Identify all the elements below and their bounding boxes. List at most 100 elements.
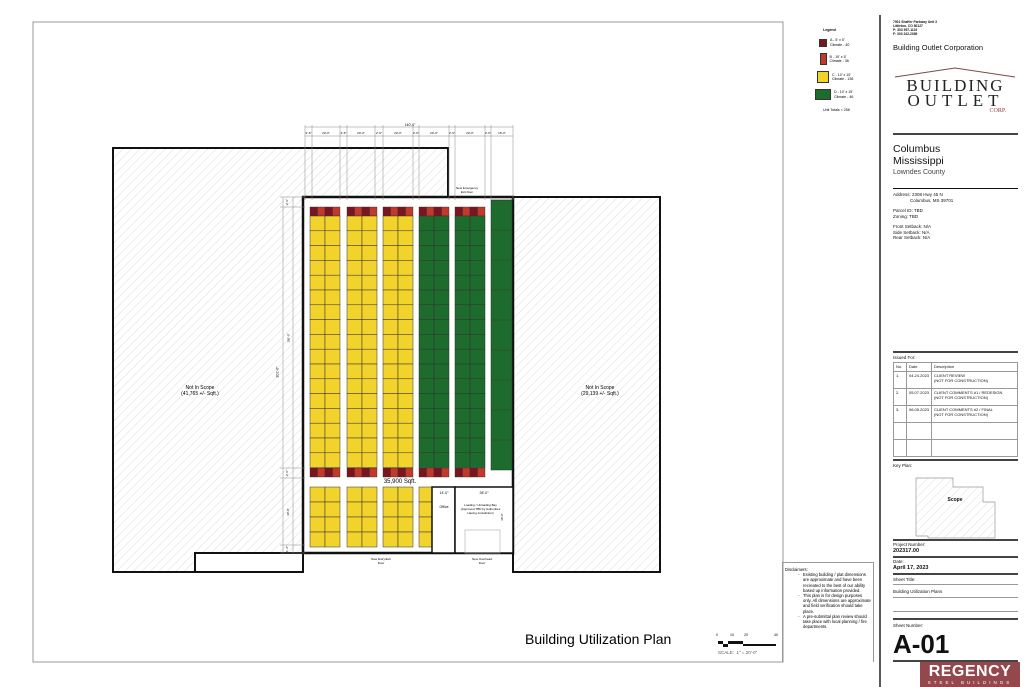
unit-C <box>397 304 414 320</box>
unit-C <box>397 289 414 306</box>
unit-D <box>433 422 450 439</box>
unit-C <box>361 437 378 454</box>
col-header: No. <box>893 362 907 372</box>
unit-C <box>418 486 433 503</box>
parcel-id: Parcel ID: TBD <box>893 208 923 213</box>
unit-C <box>382 393 399 409</box>
unit-C <box>324 486 341 503</box>
unit-C <box>346 501 363 518</box>
unit-C <box>397 230 414 246</box>
top-overall-dim: 140'-0" <box>404 123 416 127</box>
scale-label: SCALE: 1" = 20'-0" <box>718 650 758 655</box>
top-dim: 20'-0" <box>466 131 474 135</box>
unit-A <box>433 467 442 478</box>
unit-C <box>397 486 414 503</box>
unit-B <box>441 206 450 217</box>
unit-C <box>361 501 378 518</box>
loading-bay-label: Loading / Unloading Bay (Approved TBD by… <box>460 503 501 515</box>
unit-A <box>346 467 355 478</box>
legend-swatch <box>815 89 831 101</box>
unit-C <box>361 452 378 468</box>
unit-D <box>454 378 471 394</box>
unit-A <box>309 467 318 478</box>
unit-C <box>397 531 414 548</box>
legend-text: A - 5' x 5'Climate - 40 <box>830 38 849 47</box>
disclaimer-item: This plan is for design purposes only. A… <box>803 593 871 614</box>
unit-C <box>309 274 326 291</box>
unit-C <box>382 348 399 365</box>
unit-C <box>309 319 326 335</box>
legend-label: B - 10' x 5' <box>829 54 847 59</box>
unit-D <box>433 289 450 306</box>
unit-D <box>418 452 435 468</box>
unit-C <box>382 363 399 380</box>
unit-C <box>309 452 326 468</box>
top-dim: 2'-6" <box>305 131 312 135</box>
unit-C <box>361 408 378 424</box>
site-info: Address: 2308 Hwy 45 N Columbus, MS 3970… <box>893 192 1018 241</box>
issue-no: 1. <box>893 371 907 389</box>
unit-C <box>397 260 414 276</box>
legend-item: C - 10' x 10'Climate - 136 <box>815 71 865 84</box>
left-area-size: (41,765 +/- Sqft.) <box>181 391 219 397</box>
unit-B <box>390 467 399 478</box>
unit-D <box>433 215 450 232</box>
unit-D <box>469 378 486 394</box>
unit-C <box>346 245 363 261</box>
unit-D <box>454 408 471 424</box>
unit-C <box>418 531 433 548</box>
unit-D <box>433 334 450 350</box>
unit-A <box>361 206 370 217</box>
scale-tick: 0 <box>716 633 718 637</box>
unit-A <box>397 467 406 478</box>
left-overall-dim: 201'-0" <box>275 366 280 378</box>
unit-B <box>369 206 378 217</box>
unit-A <box>469 467 478 478</box>
unit-B <box>426 206 435 217</box>
unit-C <box>324 319 341 335</box>
legend-sub: Climate - 36 <box>829 59 849 64</box>
legend-swatch <box>817 71 829 84</box>
issued-for-label: Issued For: <box>893 355 916 360</box>
company-contact: 7901 Shaffer Parkway Unit 3 Littleton, C… <box>893 20 1018 36</box>
unit-C <box>346 334 363 350</box>
unit-C <box>346 452 363 468</box>
unit-D <box>454 437 471 454</box>
unit-C <box>324 363 341 380</box>
issue-desc: CLIENT COMMENTS #2 / FINAL(NOT FOR CONST… <box>931 405 1018 423</box>
unit-D <box>433 230 450 246</box>
unit-D <box>454 348 471 365</box>
unit-A <box>418 206 427 217</box>
legend-item: A - 5' x 5'Climate - 40 <box>815 38 865 47</box>
unit-C <box>397 501 414 518</box>
unit-C <box>382 230 399 246</box>
unit-C <box>361 516 378 533</box>
right-area-name: Not In Scope <box>585 385 615 391</box>
unit-B <box>477 206 486 217</box>
unit-A <box>454 206 463 217</box>
unit-C <box>397 378 414 394</box>
state: Mississippi <box>893 155 944 167</box>
issue-desc-sub: (NOT FOR CONSTRUCTION) <box>934 378 988 383</box>
top-dim: 2'-6" <box>340 131 347 135</box>
unit-C <box>324 289 341 306</box>
top-dim: 2'-6" <box>449 131 455 135</box>
unit-C <box>382 289 399 306</box>
top-dim: 20'-0" <box>322 131 330 135</box>
issue-desc-text: CLIENT REVIEW <box>934 373 966 378</box>
unit-C <box>382 452 399 468</box>
unit-B <box>332 206 341 217</box>
building-area-label: 35,900 Sqft. <box>383 479 417 485</box>
office-room <box>431 486 456 554</box>
contact-line: F: 303 242-2089 <box>893 32 918 36</box>
unit-C <box>382 319 399 335</box>
unit-C <box>361 260 378 276</box>
unit-B <box>369 467 378 478</box>
overhead-door-label: New Overhead Door <box>471 557 492 565</box>
unit-A <box>324 206 333 217</box>
unit-C <box>309 378 326 394</box>
unit-C <box>324 408 341 424</box>
unit-C <box>382 531 399 548</box>
unit-C <box>309 304 326 320</box>
